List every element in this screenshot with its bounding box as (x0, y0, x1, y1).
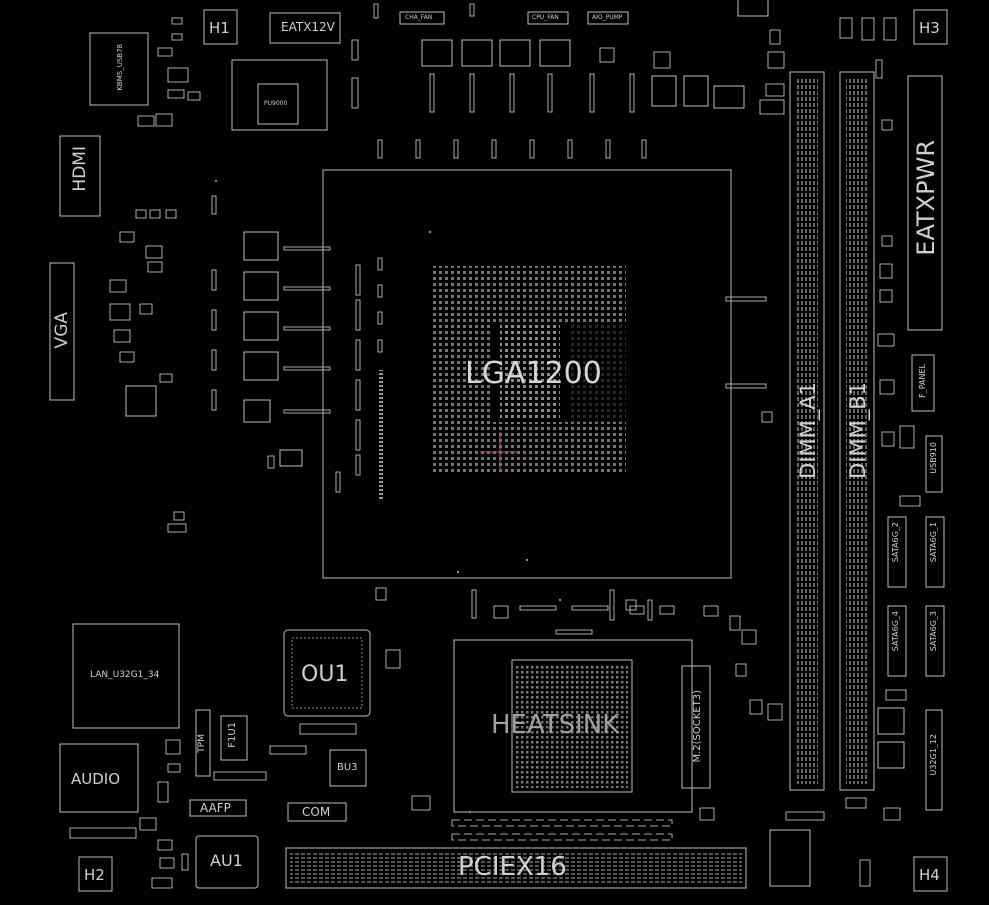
cpu-fan-header (527, 11, 569, 25)
sata6g-3-port (925, 605, 945, 677)
bu3-chip (329, 749, 367, 787)
u32g1-12-header (925, 709, 943, 811)
dimm-a1-label: DIMM_A1 (796, 382, 820, 479)
mounting-hole-h1 (203, 9, 238, 45)
h3-label: H3 (919, 19, 940, 37)
audio-label: AUDIO (71, 770, 121, 788)
vga-label: VGA (52, 312, 72, 349)
dimm-b1-slot (839, 71, 875, 791)
mounting-hole-h3 (913, 9, 948, 45)
heatsink-label: HEATSINK (491, 710, 620, 740)
sata6g-4-port (887, 605, 907, 677)
cha-fan-header (399, 11, 445, 25)
aafp-label: AAFP (200, 801, 231, 815)
cpu-fan-label: CPU_FAN (532, 14, 559, 21)
sata6g-2-port (887, 516, 907, 588)
au1-label: AU1 (210, 851, 243, 870)
eatx12v-connector (269, 12, 341, 44)
sata6g-4-label: SATA6G_4 (891, 611, 900, 652)
com-label: COM (302, 805, 331, 819)
f1u1-chip (220, 715, 248, 761)
f-panel-header (911, 354, 935, 412)
mounting-hole-h4 (913, 856, 948, 892)
cpu-socket-label: LGA1200 (465, 356, 602, 391)
mounting-hole-h2 (78, 856, 113, 892)
bu3-label: BU3 (337, 762, 358, 773)
m2-label: M.2(SOCKET3) (692, 690, 703, 763)
pu9000-chip (257, 83, 299, 125)
kbms-usb78-label: KBMS_USB78 (116, 44, 124, 91)
aio-pump-header (587, 11, 629, 25)
audio-jack (59, 743, 139, 813)
h4-label: H4 (919, 866, 940, 884)
tpm-label: TPM (197, 734, 207, 753)
dimm-b1-label: DIMM_B1 (846, 382, 870, 479)
vga-port (49, 262, 75, 401)
u32g1-12-label: U32G1_12 (929, 734, 938, 776)
aafp-header (189, 799, 247, 817)
lga1200-socket-outline (322, 169, 732, 579)
pu9000-label: PU9000 (264, 100, 288, 107)
ou1-label: OU1 (301, 662, 349, 687)
au1-chip (195, 835, 259, 889)
f1u1-label: F1U1 (227, 722, 238, 748)
sata6g-1-port (925, 516, 945, 588)
heatsink-outline (453, 639, 693, 813)
eatxpwr-connector (907, 75, 943, 331)
pch-chip (511, 659, 633, 793)
sata6g-1-label: SATA6G_1 (929, 522, 938, 563)
h1-label: H1 (209, 19, 230, 37)
eatx12v-label: EATX12V (281, 20, 335, 34)
hdmi-port (59, 135, 101, 217)
dimm-a1-slot (789, 71, 825, 791)
m2-slot (681, 665, 711, 789)
f-panel-label: F_PANEL (918, 364, 927, 398)
sata6g-3-label: SATA6G_3 (929, 611, 938, 652)
pciex16-slot (285, 847, 747, 889)
lan-label: LAN_U32G1_34 (90, 670, 160, 680)
aio-pump-label: AIO_PUMP (592, 14, 623, 21)
kbms-usb78-connector (89, 32, 149, 106)
sata6g-2-label: SATA6G_2 (891, 522, 900, 563)
cha-fan-label: CHA_FAN (405, 14, 433, 21)
ou1-chip (283, 629, 371, 717)
usb910-label: USB910 (929, 442, 938, 474)
tpm-header (195, 709, 211, 777)
pciex16-label: PCIEX16 (458, 852, 567, 882)
eatxpwr-label: EATXPWR (912, 140, 940, 256)
com-header (287, 802, 347, 822)
lan-usb-port (72, 623, 180, 729)
h2-label: H2 (84, 866, 105, 884)
usb910-header (925, 435, 943, 493)
hdmi-label: HDMI (70, 146, 90, 192)
